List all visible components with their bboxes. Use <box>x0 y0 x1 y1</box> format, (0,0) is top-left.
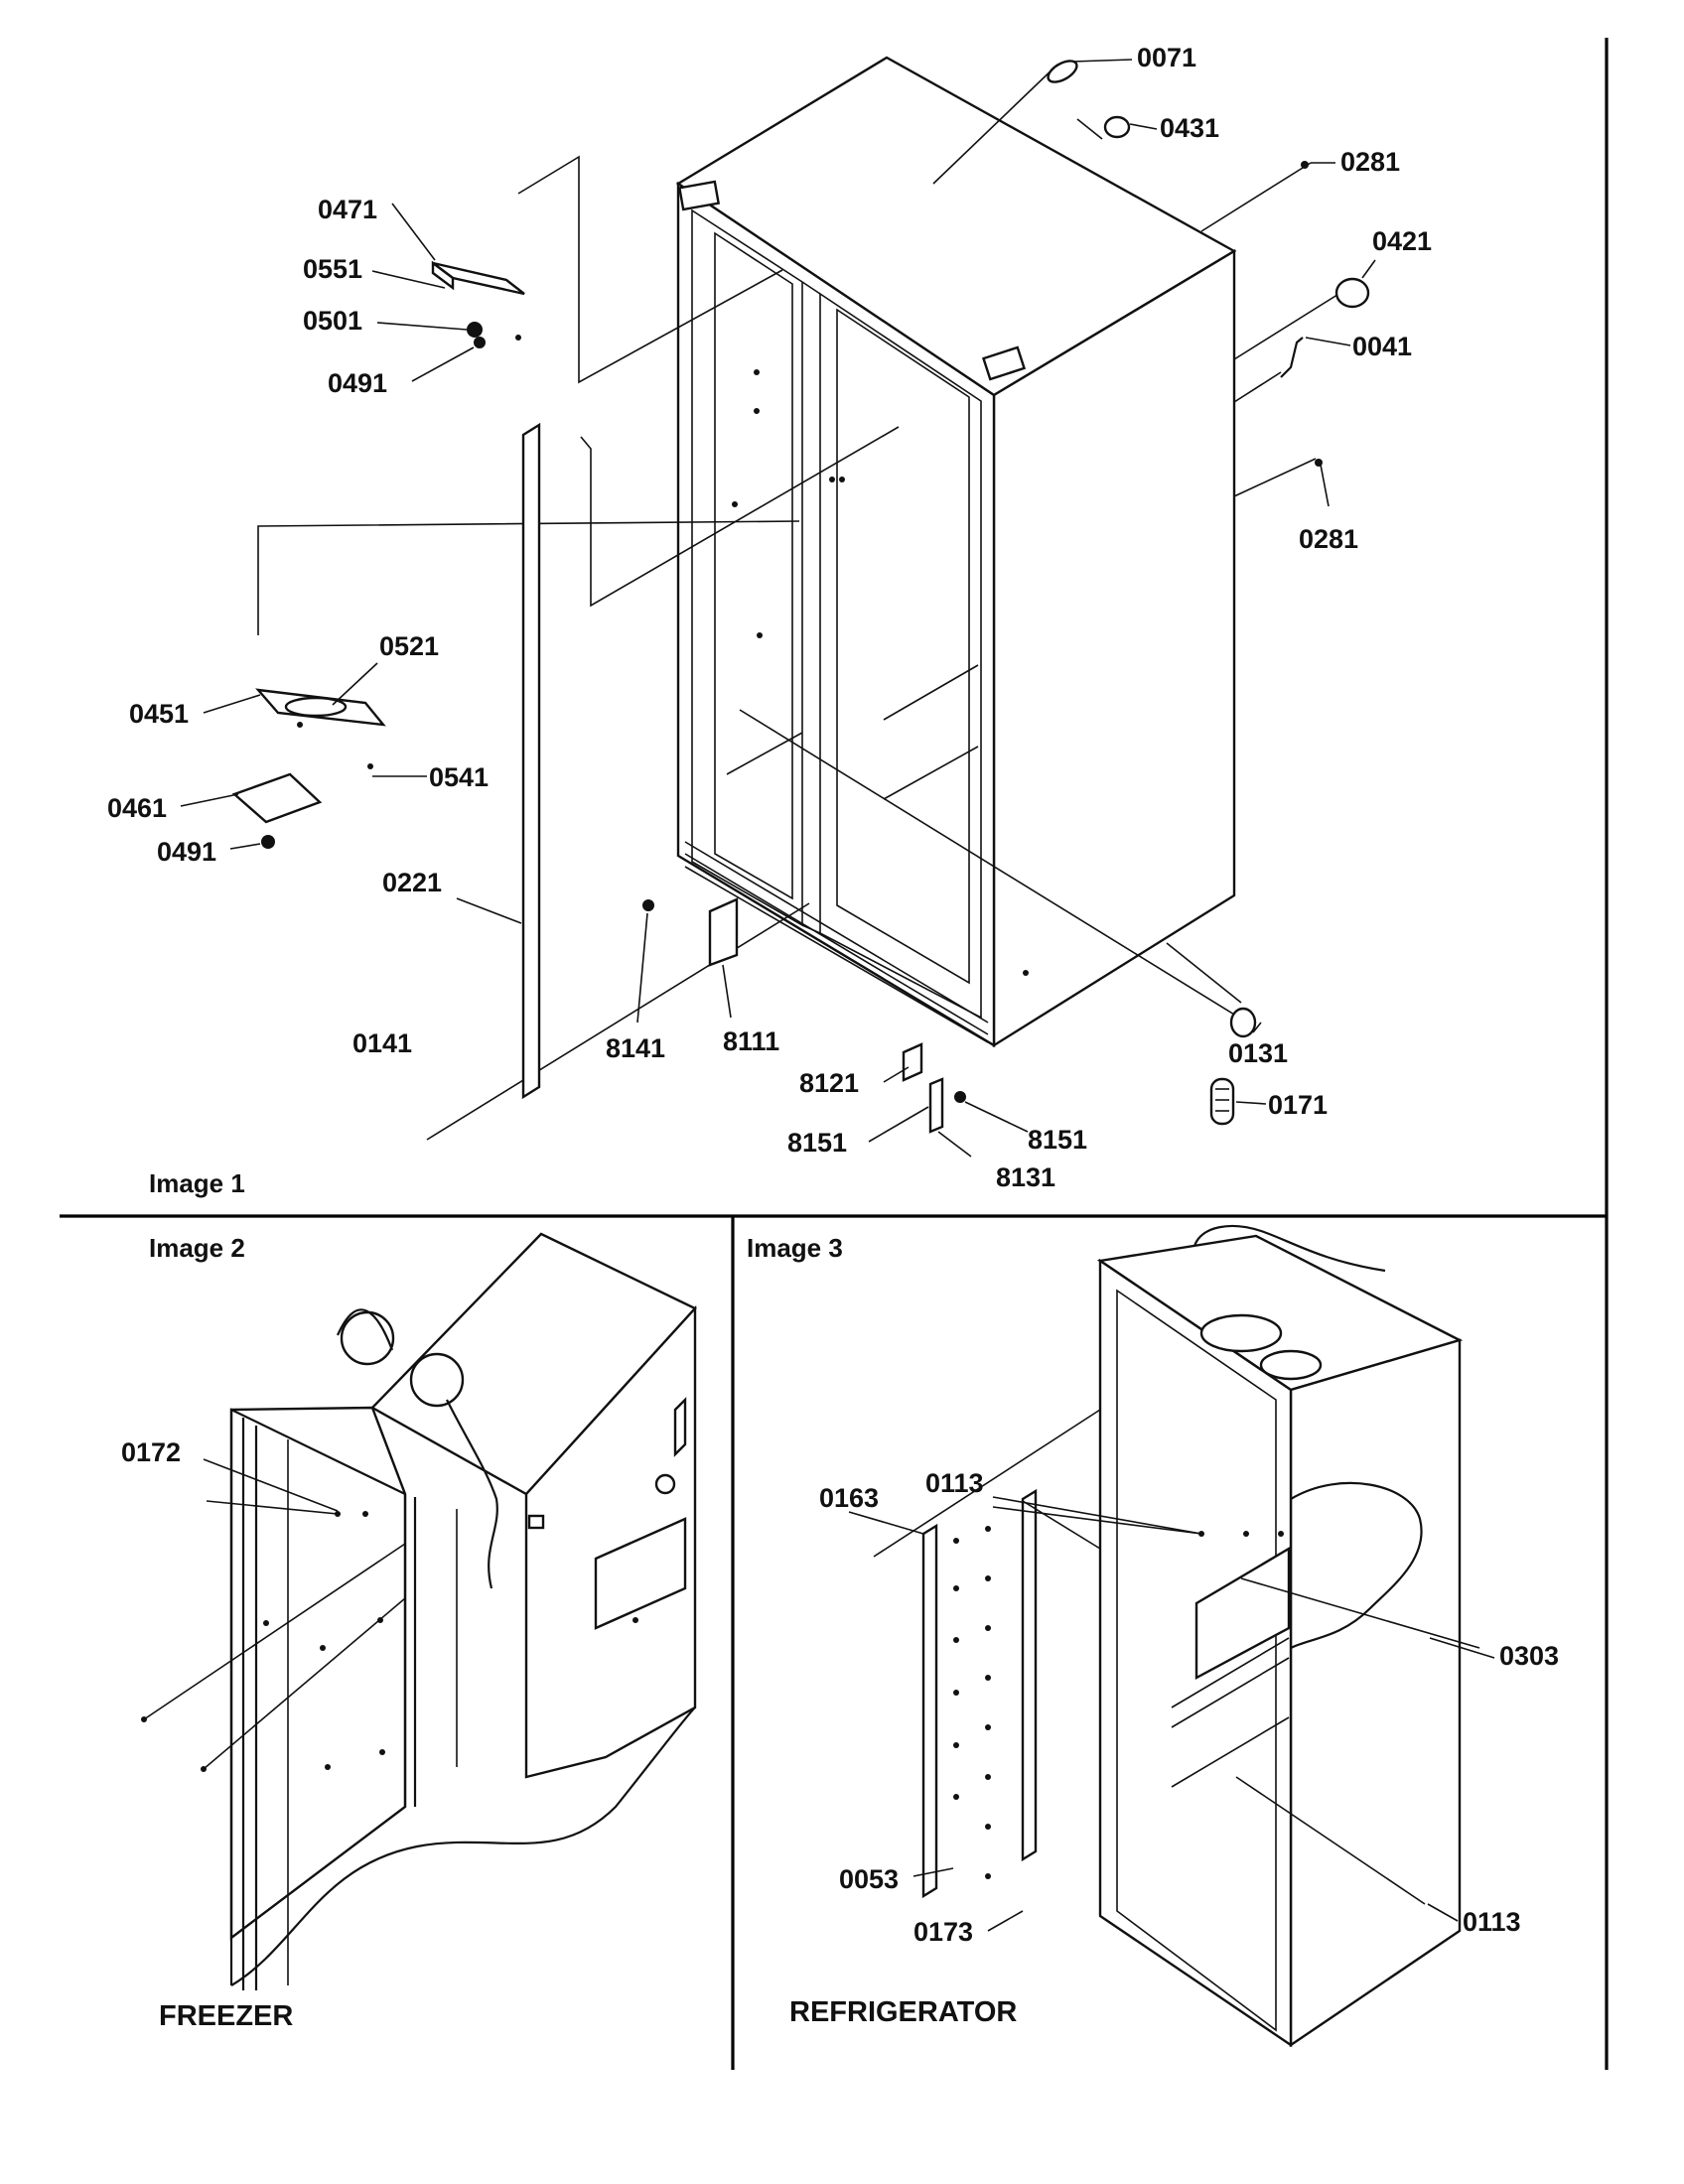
callout-0521: 0521 <box>379 631 439 661</box>
refrigerator-title: REFRIGERATOR <box>789 1996 1017 2028</box>
callout-8151-right: 8151 <box>1028 1125 1087 1155</box>
callout-0173: 0173 <box>913 1917 973 1947</box>
cabinet-assembly <box>675 56 1237 1048</box>
callout-0421: 0421 <box>1372 226 1432 256</box>
callout-0501: 0501 <box>303 306 362 336</box>
panel-borders <box>60 38 1609 2070</box>
callout-0163: 0163 <box>819 1483 879 1513</box>
callout-0431: 0431 <box>1160 113 1219 143</box>
callout-0303: 0303 <box>1499 1641 1559 1671</box>
callout-0461: 0461 <box>107 793 167 823</box>
callout-8121: 8121 <box>799 1068 859 1098</box>
part-0221-strip <box>521 422 541 1100</box>
callout-0491-upper: 0491 <box>328 368 387 398</box>
image-3-callouts: 0163 0113 0303 0053 0173 0113 <box>819 1468 1559 1947</box>
callout-0171: 0171 <box>1268 1090 1328 1120</box>
image-3-caption: Image 3 <box>747 1233 843 1263</box>
callout-0113-top: 0113 <box>925 1468 984 1498</box>
callout-0113-bottom: 0113 <box>1463 1907 1521 1937</box>
image-1-callouts: 0071 0431 0281 0421 0041 0281 0471 0551 … <box>107 43 1432 1192</box>
callout-8141: 8141 <box>606 1033 665 1063</box>
callout-8151-left: 8151 <box>787 1128 847 1158</box>
explode-lines <box>257 64 1349 1141</box>
freezer-title: FREEZER <box>159 2000 293 2032</box>
callout-0221: 0221 <box>382 868 442 897</box>
callout-0281-top: 0281 <box>1340 147 1400 177</box>
callout-0491-lower: 0491 <box>157 837 216 867</box>
image-1-caption: Image 1 <box>149 1168 245 1198</box>
callout-8111: 8111 <box>723 1026 779 1056</box>
refrigerator-cabinet <box>873 1224 1480 2048</box>
upper-hinge-parts <box>431 260 525 348</box>
image-2-caption: Image 2 <box>149 1233 245 1263</box>
freezer-cabinet <box>141 1232 697 1990</box>
callout-0551: 0551 <box>303 254 362 284</box>
callout-0053: 0053 <box>839 1864 899 1894</box>
callout-0471: 0471 <box>318 195 377 224</box>
callout-0541: 0541 <box>429 762 489 792</box>
image-2-callouts: 0172 <box>121 1437 339 1512</box>
callout-0141: 0141 <box>352 1028 412 1058</box>
callout-0451: 0451 <box>129 699 189 729</box>
callout-0041: 0041 <box>1352 332 1412 361</box>
callout-8131: 8131 <box>996 1162 1055 1192</box>
small-parts <box>642 60 1370 1134</box>
lower-hinge-parts <box>231 688 386 849</box>
callout-0281-right: 0281 <box>1299 524 1358 554</box>
callout-0071: 0071 <box>1137 43 1196 72</box>
callout-0131: 0131 <box>1228 1038 1288 1068</box>
callout-0172: 0172 <box>121 1437 181 1467</box>
